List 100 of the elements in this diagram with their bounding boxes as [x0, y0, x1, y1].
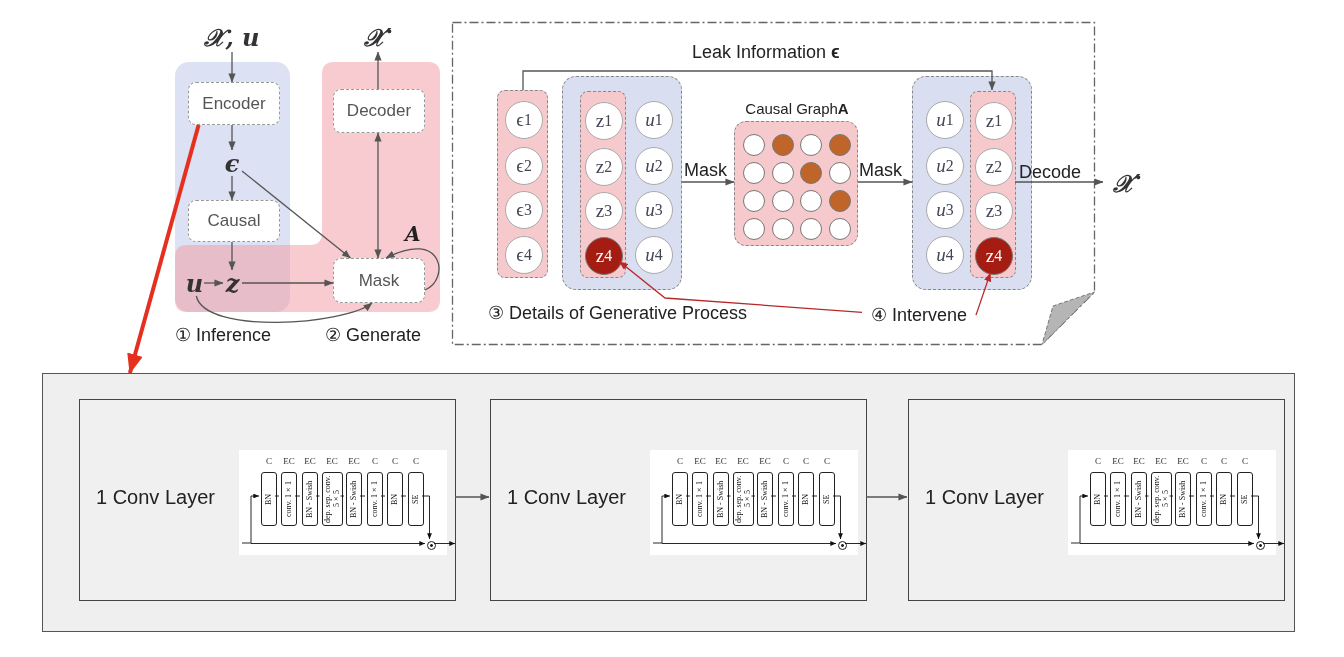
section-caption: ③ Details of Generative Process — [488, 302, 748, 324]
layer-op-box: BN — [798, 472, 814, 526]
matrix-dot — [743, 190, 765, 212]
connector-line — [811, 495, 818, 497]
shaded-column — [497, 90, 548, 278]
layer-op-box: conv. 1×1 — [778, 472, 794, 526]
layer-op-box: BN — [261, 472, 277, 526]
layer-op-box: BN - Swish — [1175, 472, 1191, 526]
inset-figure-card — [1068, 450, 1276, 555]
background-panel — [42, 373, 1295, 632]
channel-label: C — [782, 455, 790, 467]
connector-line — [791, 495, 797, 497]
arrow — [1014, 178, 1104, 186]
matrix-dot — [800, 218, 822, 240]
math-symbol: 𝒳, u — [192, 22, 272, 52]
arrow — [454, 493, 490, 501]
layer-op-box: BN — [672, 472, 688, 526]
channel-label: EC — [758, 455, 772, 467]
matrix-dot — [772, 162, 794, 184]
channel-label: EC — [347, 455, 361, 467]
arrow — [241, 170, 352, 259]
arrow — [241, 279, 334, 287]
connector-line — [1144, 495, 1149, 497]
connector-line — [705, 495, 712, 497]
process-box: Decoder — [333, 89, 425, 133]
channel-label: C — [265, 455, 273, 467]
arrow — [975, 272, 992, 316]
shaded-group — [562, 76, 682, 290]
channel-label: EC — [1176, 455, 1190, 467]
math-symbol: 𝒳′ — [354, 22, 402, 52]
connector-line — [726, 495, 731, 497]
shaded-column — [580, 91, 626, 278]
process-box: Mask — [333, 258, 425, 303]
channel-label: C — [371, 455, 379, 467]
channel-label: C — [391, 455, 399, 467]
edge-label: Mask — [684, 160, 727, 181]
channel-label: EC — [1154, 455, 1168, 467]
layer-op-box: SE — [1237, 472, 1253, 526]
connector-line — [1209, 495, 1215, 497]
connector-line — [294, 495, 301, 497]
channel-label: EC — [714, 455, 728, 467]
matrix-dot — [772, 190, 794, 212]
section-caption: ② Generate — [325, 324, 422, 346]
matrix-dot — [829, 162, 851, 184]
connector-line — [340, 495, 345, 497]
connector-line — [274, 495, 280, 497]
dashed-panel — [452, 22, 1095, 345]
matrix-dot — [800, 162, 822, 184]
layer-op-box: BN - Swish — [346, 472, 362, 526]
arrow — [203, 279, 224, 287]
matrix-dot — [829, 134, 851, 156]
arrow — [228, 175, 236, 201]
layer-op-box: BN - Swish — [713, 472, 729, 526]
channel-label: EC — [1111, 455, 1125, 467]
channel-label: C — [676, 455, 684, 467]
sum-circle — [838, 541, 847, 550]
layer-box — [908, 399, 1285, 601]
arrow — [195, 295, 373, 324]
channel-label: C — [1220, 455, 1228, 467]
channel-label: C — [1200, 455, 1208, 467]
arrow — [228, 241, 236, 271]
matrix-dot — [829, 218, 851, 240]
matrix-dot — [829, 190, 851, 212]
connector-line — [751, 495, 756, 497]
edge-label: Decode — [1019, 162, 1082, 183]
double-arrow — [374, 132, 382, 259]
channel-label: EC — [1132, 455, 1146, 467]
connector-line — [1103, 495, 1109, 497]
channel-label: EC — [736, 455, 750, 467]
layer-op-box: dep. sep. conv. 5×5 — [732, 472, 754, 526]
layer-label: 1 Conv Layer — [96, 486, 215, 509]
matrix-dot — [743, 218, 765, 240]
edge-label: A — [405, 222, 421, 246]
connector-line — [359, 495, 366, 497]
arrow — [374, 51, 382, 90]
math-symbol: u — [185, 270, 204, 296]
process-box: Causal — [188, 200, 280, 242]
edge-label: Leak Information ϵ — [692, 42, 840, 63]
channel-label: C — [823, 455, 831, 467]
layer-op-box: SE — [819, 472, 835, 526]
edge-label: Mask — [859, 160, 902, 181]
arrow — [228, 51, 236, 83]
arrow — [681, 178, 735, 186]
arrow — [127, 124, 201, 374]
math-symbol: ϵ — [222, 150, 242, 176]
section-caption: ① Inference — [175, 324, 272, 346]
math-symbol: z — [223, 270, 242, 296]
layer-op-box: conv. 1×1 — [692, 472, 708, 526]
layer-label: 1 Conv Layer — [925, 486, 1044, 509]
arrow — [857, 178, 913, 186]
channel-label: EC — [303, 455, 317, 467]
connector-line — [400, 495, 407, 497]
arrow — [385, 248, 440, 291]
layer-op-box: dep. sep. conv. 5×5 — [321, 472, 343, 526]
layer-op-box: BN — [1090, 472, 1106, 526]
sum-circle — [427, 541, 436, 550]
annotation-text: ④ Intervene — [862, 302, 976, 328]
math-symbol: 𝒳′ — [1103, 168, 1151, 198]
layer-op-box: BN - Swish — [302, 472, 318, 526]
connector-line — [1188, 495, 1195, 497]
